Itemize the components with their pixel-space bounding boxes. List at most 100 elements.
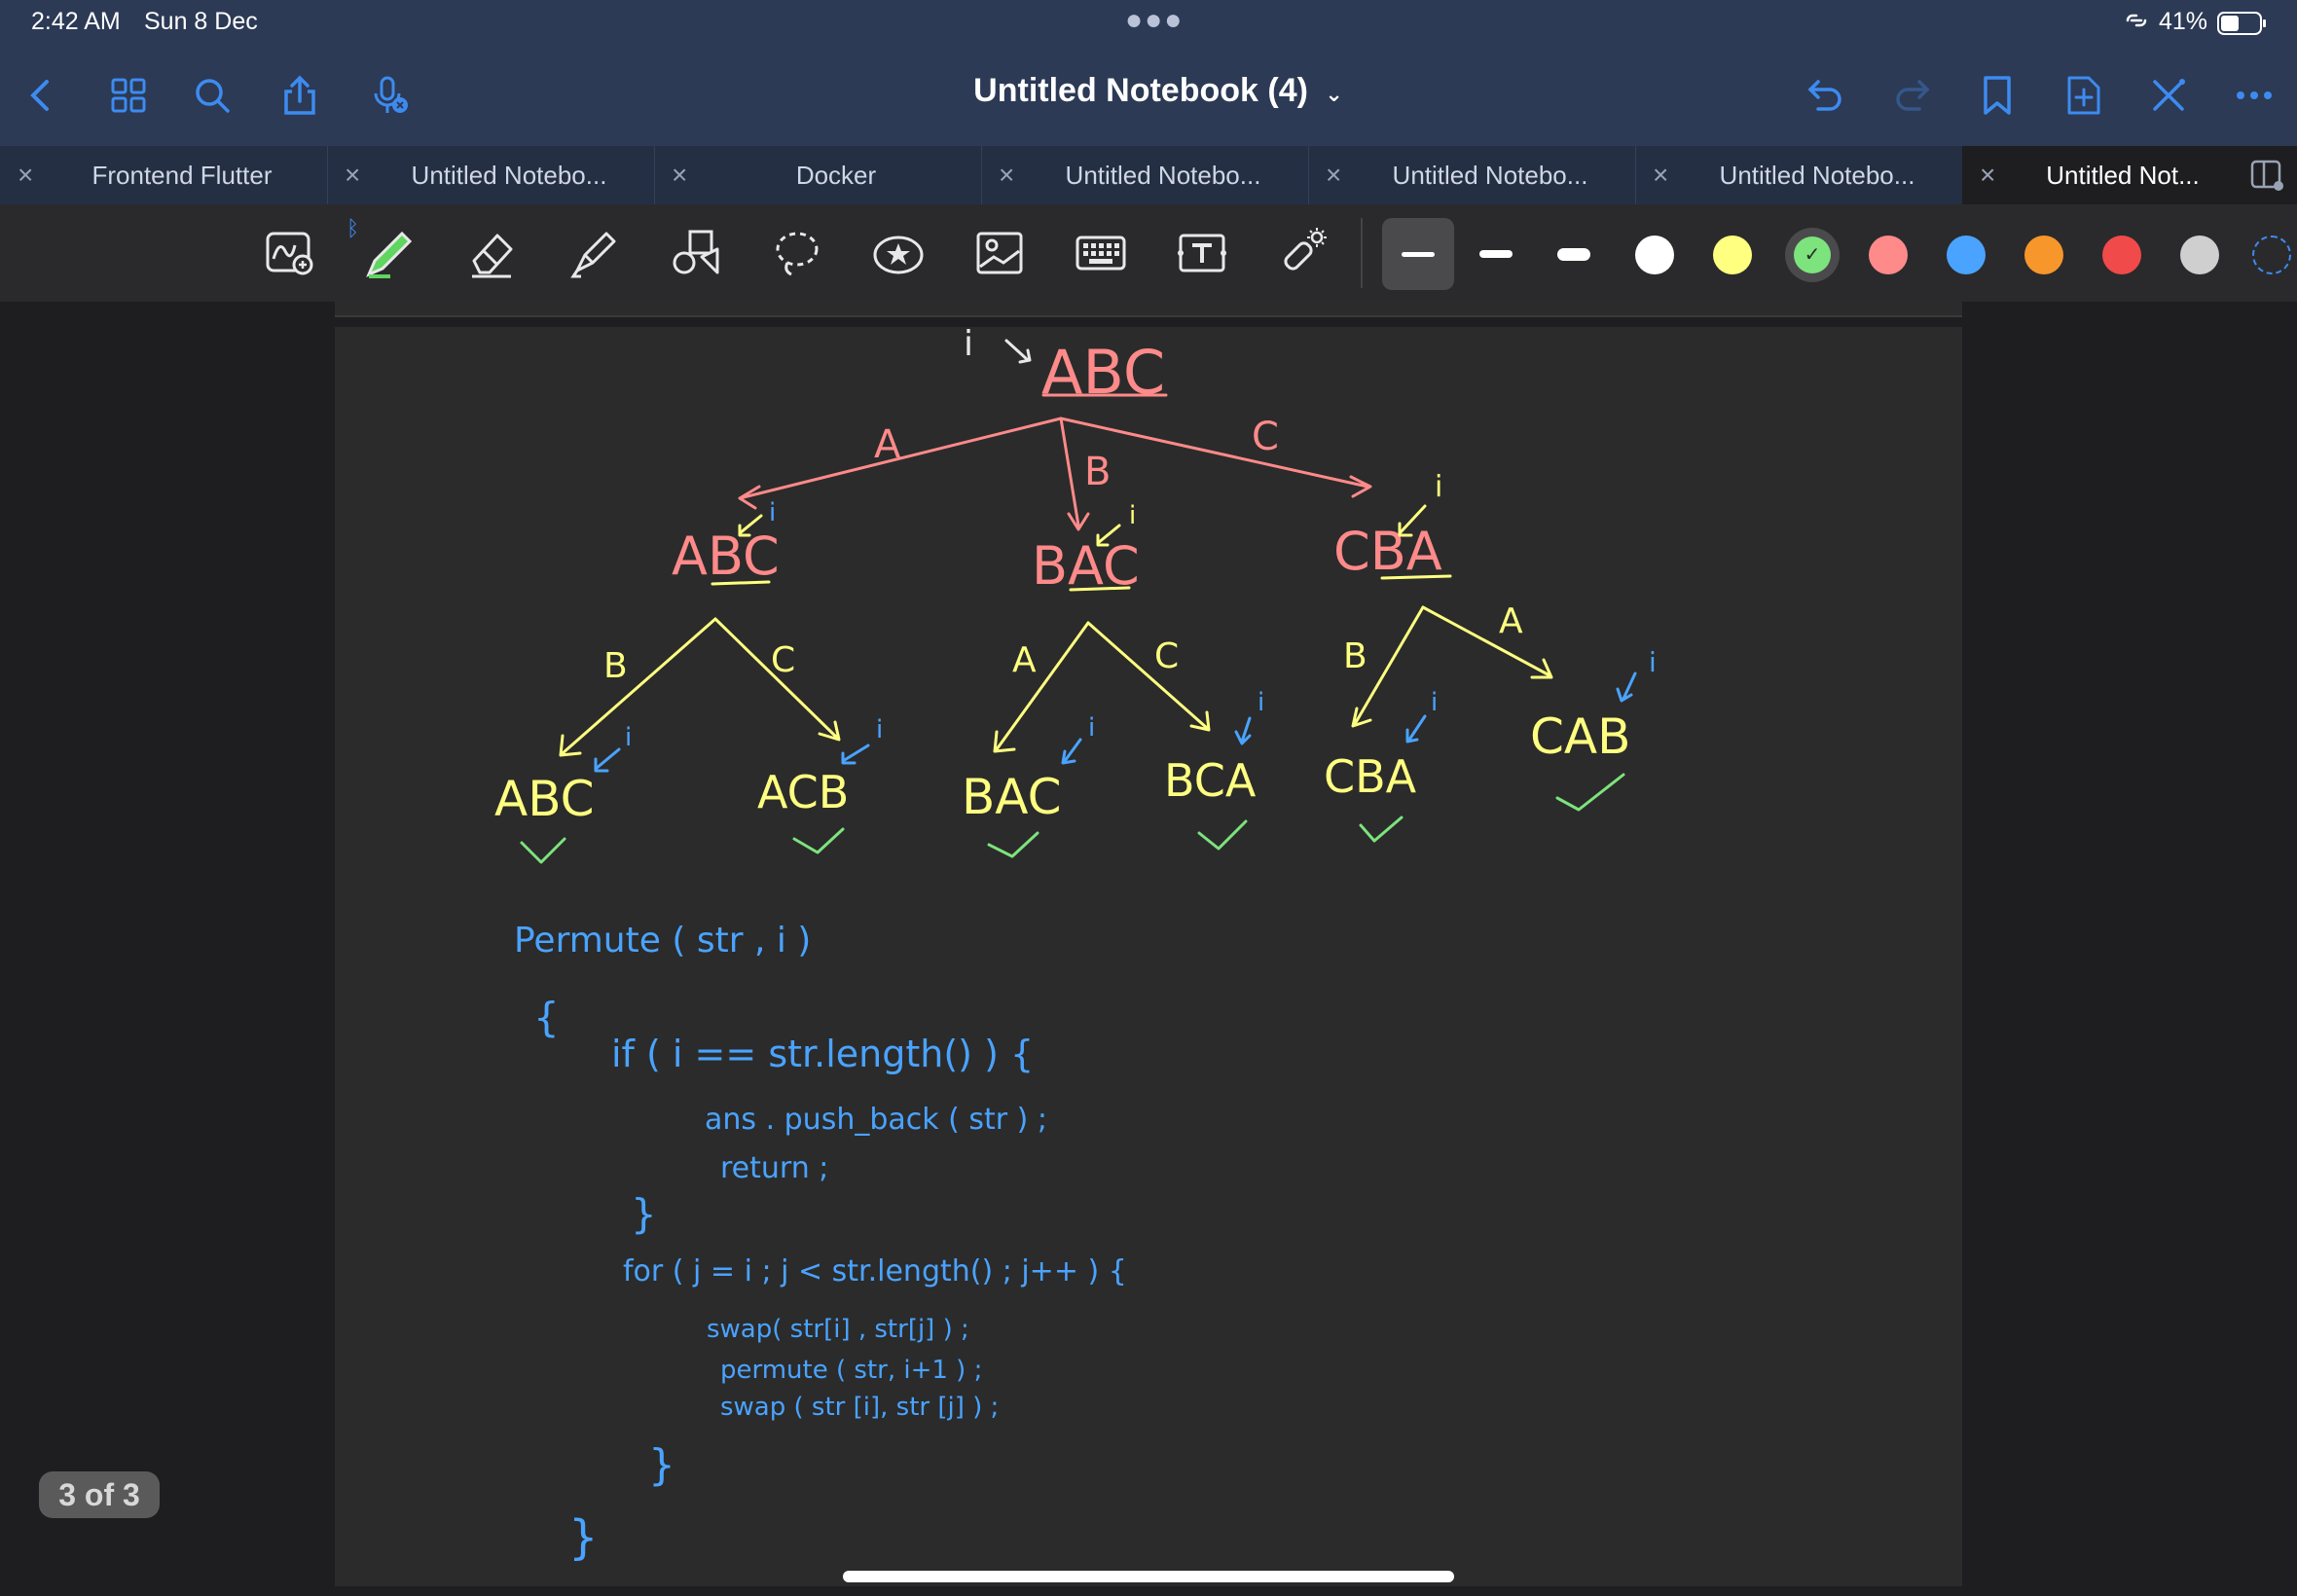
keyboard-icon[interactable] xyxy=(1067,220,1135,286)
close-icon[interactable]: × xyxy=(999,160,1015,190)
edge-label-b: B xyxy=(603,646,628,686)
stroke-medium-button[interactable] xyxy=(1460,218,1532,290)
leaf-pointer: i xyxy=(625,723,632,752)
bluetooth-icon: ᛒ xyxy=(346,216,360,240)
tab-frontend-flutter[interactable]: × Frontend Flutter xyxy=(0,146,328,204)
tab-label: Untitled Notebo... xyxy=(1065,161,1261,190)
edge-label-c: C xyxy=(771,640,795,680)
close-pen-icon[interactable] xyxy=(2141,68,2196,123)
home-indicator[interactable] xyxy=(843,1571,1454,1582)
add-color-icon[interactable] xyxy=(2252,236,2291,274)
color-swatch-orange[interactable] xyxy=(2024,236,2063,274)
highlighter-icon[interactable] xyxy=(561,220,629,286)
close-icon[interactable]: × xyxy=(1980,160,1996,190)
close-icon[interactable]: × xyxy=(18,160,34,190)
leaf-cab: CAB xyxy=(1530,708,1630,765)
share-icon[interactable] xyxy=(273,68,327,123)
top-bar: 2:42 AM Sun 8 Dec ●●● 41% Untitled Noteb… xyxy=(0,0,2297,146)
edge-label-a: A xyxy=(1499,601,1523,641)
laser-pointer-icon[interactable] xyxy=(1269,220,1337,286)
stroke-thick-button[interactable] xyxy=(1538,218,1610,290)
back-icon[interactable] xyxy=(14,68,68,123)
tab-label: Untitled Not... xyxy=(2046,161,2200,190)
more-icon[interactable] xyxy=(2227,68,2281,123)
link-icon xyxy=(2122,6,2151,42)
close-icon[interactable]: × xyxy=(672,160,688,190)
tab-label: Untitled Notebo... xyxy=(1719,161,1915,190)
code-line-9: permute ( str, i+1 ) ; xyxy=(720,1356,982,1385)
tab-docker[interactable]: × Docker xyxy=(654,146,982,204)
tab-bar: × Frontend Flutter × Untitled Notebo... … xyxy=(0,146,2297,204)
shapes-icon[interactable] xyxy=(662,220,730,286)
text-box-icon[interactable] xyxy=(1168,220,1236,286)
code-line-3: if ( i == str.length() ) { xyxy=(611,1033,1034,1075)
edge-label-c: C xyxy=(1252,415,1279,459)
search-icon[interactable] xyxy=(185,68,239,123)
multitask-dots-icon[interactable]: ●●● xyxy=(1125,4,1185,36)
color-swatch-yellow[interactable] xyxy=(1713,236,1752,274)
close-icon[interactable]: × xyxy=(1653,160,1669,190)
code-line-7: for ( j = i ; j < str.length() ; j++ ) { xyxy=(623,1254,1127,1288)
checkmark-icon: ✓ xyxy=(1794,236,1831,273)
split-view-icon[interactable] xyxy=(2250,160,2283,196)
image-icon[interactable] xyxy=(966,220,1034,286)
code-line-1: Permute ( str , i ) xyxy=(514,921,811,961)
undo-icon[interactable] xyxy=(1799,68,1853,123)
tab-label: Docker xyxy=(795,161,877,190)
node-pointer: i xyxy=(769,498,776,527)
tab-untitled-notebook-3[interactable]: × Untitled Notebo... xyxy=(1308,146,1636,204)
stroke-thin-icon xyxy=(1402,251,1435,257)
redo-icon[interactable] xyxy=(1884,68,1939,123)
close-icon[interactable]: × xyxy=(1326,160,1342,190)
node-abc-level1: ABC xyxy=(672,526,780,587)
bookmark-icon[interactable] xyxy=(1970,68,2024,123)
previous-page-edge xyxy=(335,302,1962,317)
notebook-page[interactable] xyxy=(335,327,1962,1586)
root-pointer: i xyxy=(964,324,973,364)
pen-icon[interactable]: ᛒ xyxy=(346,216,422,286)
battery-icon xyxy=(2217,12,2268,44)
leaf-acb: ACB xyxy=(757,766,849,818)
drawing-toolbar: ᛒ ✓ xyxy=(0,204,2297,302)
leaf-pointer: i xyxy=(1088,713,1095,743)
code-line-10: swap ( str [i], str [j] ) ; xyxy=(720,1393,999,1422)
zoom-ink-icon[interactable] xyxy=(257,220,325,286)
tab-untitled-notebook-1[interactable]: × Untitled Notebo... xyxy=(327,146,655,204)
code-line-2: { xyxy=(533,994,560,1041)
grid-view-icon[interactable] xyxy=(101,68,156,123)
eraser-icon[interactable] xyxy=(457,220,526,286)
tab-untitled-notebook-4[interactable]: × Untitled Notebo... xyxy=(1635,146,1963,204)
edge-label-a: A xyxy=(874,422,901,467)
tab-untitled-notebook-active[interactable]: × Untitled Not... xyxy=(1962,146,2297,204)
color-swatch-red[interactable] xyxy=(2102,236,2141,274)
color-swatch-white[interactable] xyxy=(1635,236,1674,274)
leaf-cba: CBA xyxy=(1324,750,1417,803)
tab-untitled-notebook-2[interactable]: × Untitled Notebo... xyxy=(981,146,1309,204)
notebook-title[interactable]: Untitled Notebook (4) ⌄ xyxy=(954,72,1363,110)
color-swatch-pink[interactable] xyxy=(1869,236,1908,274)
battery-percent: 41% xyxy=(2159,8,2208,35)
microphone-icon[interactable] xyxy=(362,68,417,123)
color-swatch-green-selected[interactable]: ✓ xyxy=(1785,228,1840,282)
leaf-pointer: i xyxy=(876,715,883,744)
chevron-down-icon: ⌄ xyxy=(1325,82,1343,106)
color-swatch-gray[interactable] xyxy=(2180,236,2219,274)
leaf-abc: ABC xyxy=(494,771,595,827)
node-cba-level1: CBA xyxy=(1333,521,1442,582)
code-line-5: return ; xyxy=(720,1151,828,1185)
add-page-icon[interactable] xyxy=(2056,68,2110,123)
tab-label: Untitled Notebo... xyxy=(1392,161,1588,190)
tab-label: Frontend Flutter xyxy=(91,161,273,190)
sticker-icon[interactable] xyxy=(864,220,932,286)
color-swatch-blue[interactable] xyxy=(1947,236,1986,274)
page-indicator: 3 of 3 xyxy=(39,1471,160,1518)
stroke-thin-button[interactable] xyxy=(1382,218,1454,290)
tab-label: Untitled Notebo... xyxy=(411,161,607,190)
lasso-icon[interactable] xyxy=(763,220,831,286)
node-pointer: i xyxy=(1129,501,1136,530)
edge-label-b: B xyxy=(1343,636,1367,676)
status-date: Sun 8 Dec xyxy=(144,8,258,35)
node-bac-level1: BAC xyxy=(1032,535,1140,597)
close-icon[interactable]: × xyxy=(345,160,361,190)
edge-label-a: A xyxy=(1012,640,1037,680)
